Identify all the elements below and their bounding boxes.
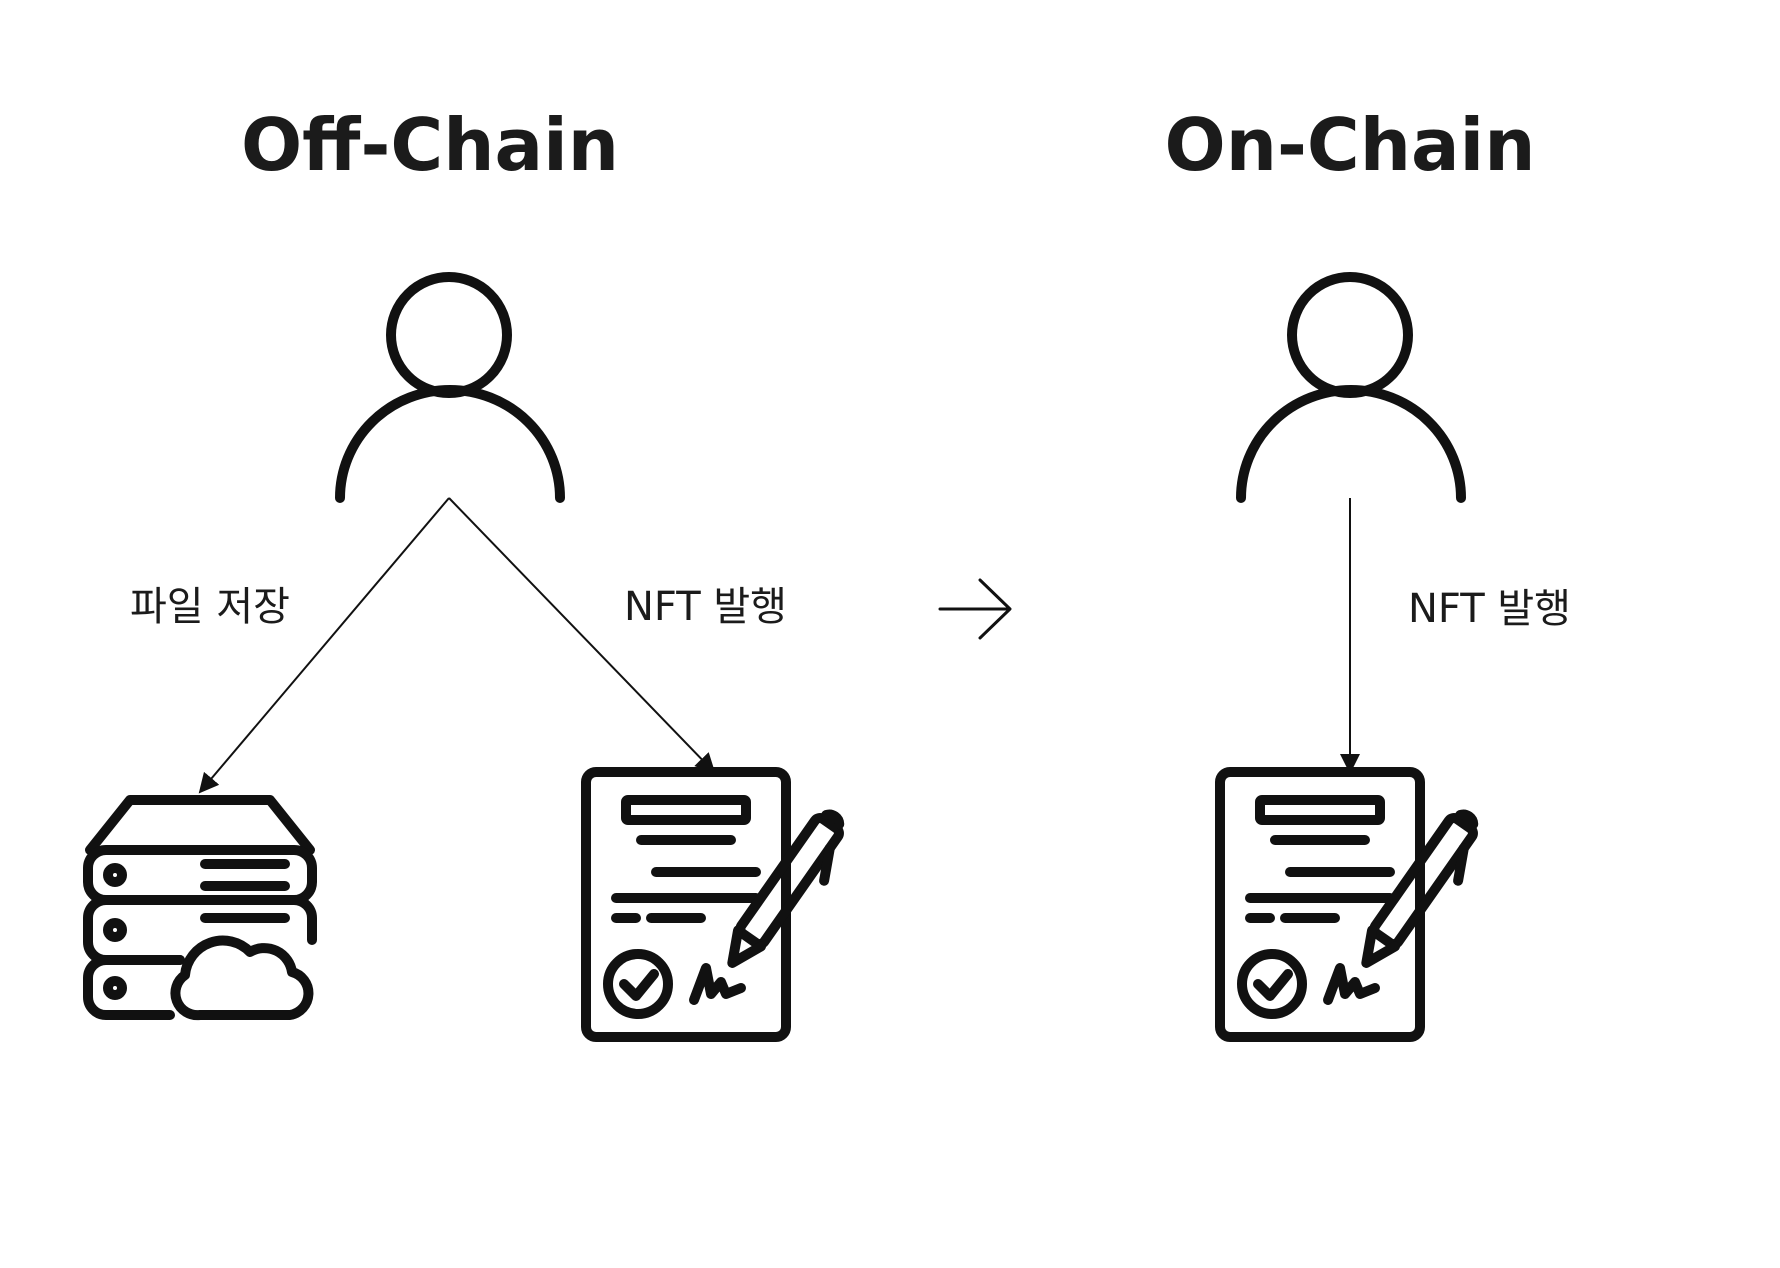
arrow-right-icon (938, 578, 1012, 640)
person-icon (335, 272, 565, 503)
person-icon (1236, 272, 1466, 503)
nft-mint-label: NFT 발행 (624, 584, 787, 630)
server-cloud-icon (83, 795, 317, 1021)
file-store-label: 파일 저장 (130, 584, 290, 630)
signed-document-icon (1215, 767, 1479, 1042)
onchain-nft-mint-label: NFT 발행 (1408, 586, 1571, 632)
signed-document-icon (581, 767, 845, 1042)
on-chain-title: On-Chain (1165, 103, 1536, 187)
off-chain-title: Off-Chain (241, 103, 619, 187)
arrow-to-contract (448, 497, 716, 774)
arrow-to-storage (198, 497, 450, 794)
